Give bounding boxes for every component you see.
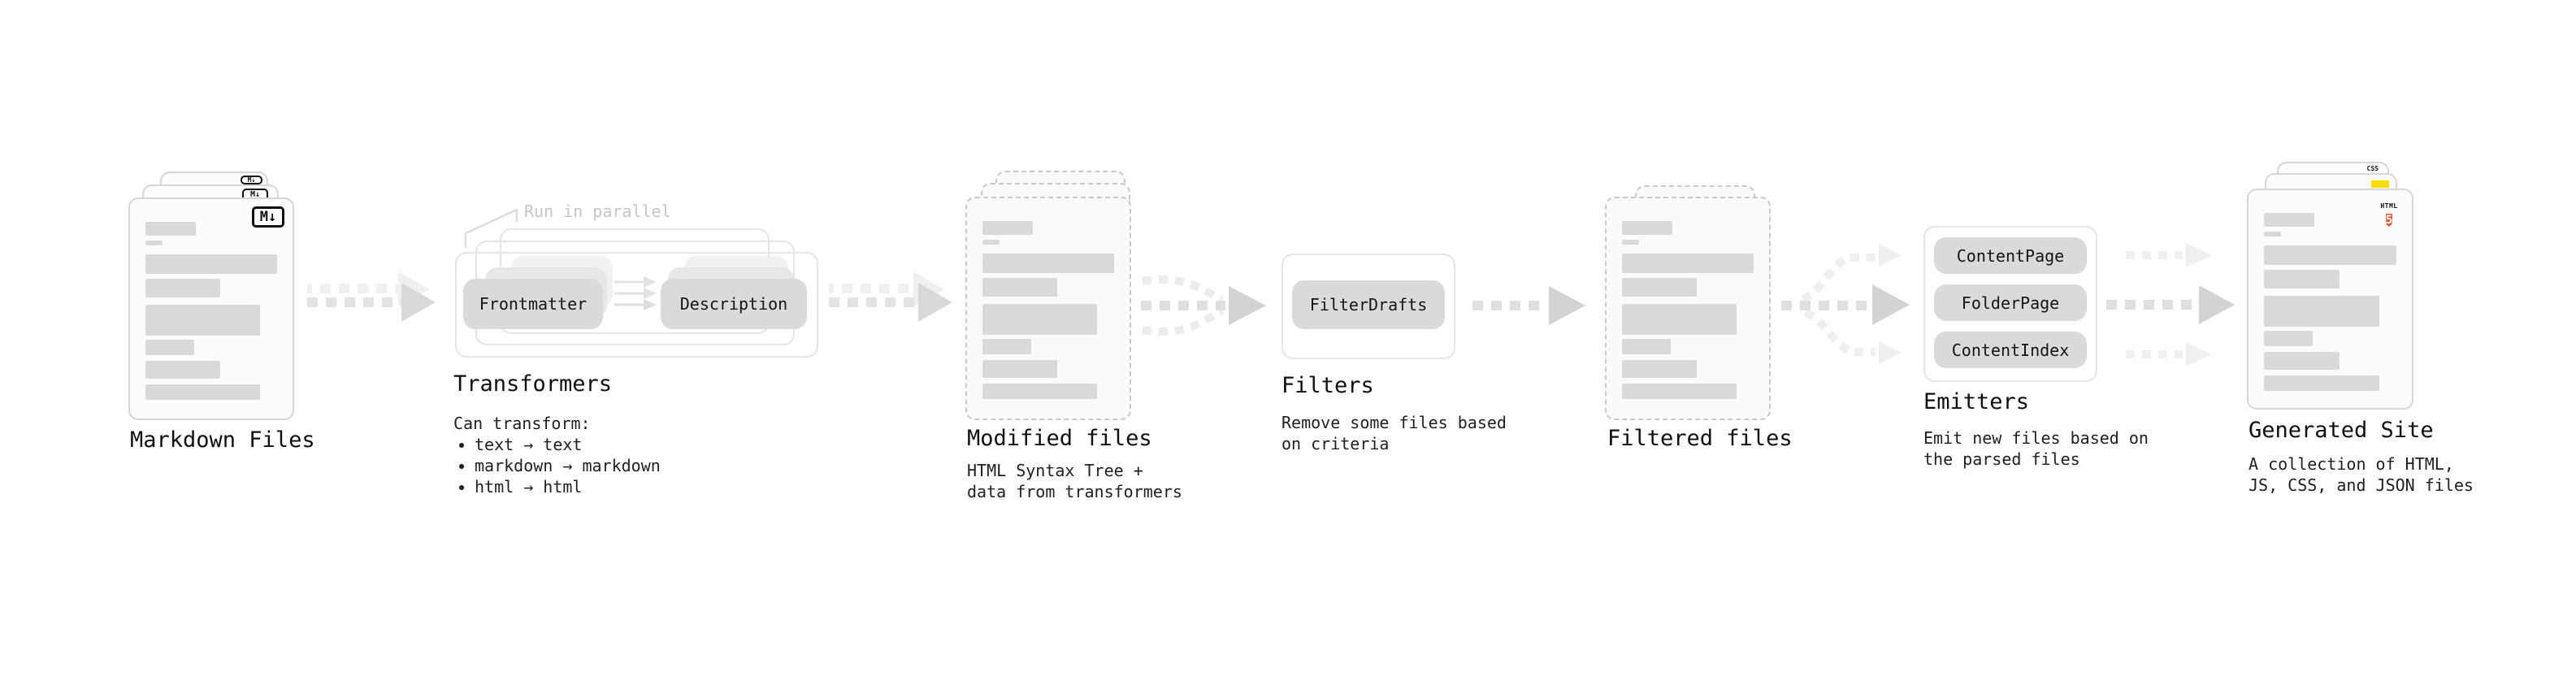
arrow-filtered-to-emitters	[1781, 244, 1910, 364]
emitter-chip-folderpage: FolderPage	[1934, 284, 2087, 321]
filters-description: Remove some files based on criteria	[1281, 413, 1507, 453]
emitter-chip-contentpage: ContentPage	[1934, 237, 2087, 274]
file-card: HTML 5	[2247, 189, 2413, 410]
transformer-chip-arrows	[614, 276, 657, 310]
run-in-parallel-annotation: Run in parallel	[524, 202, 671, 221]
transformers-desc-title: Can transform:	[453, 414, 591, 433]
arrow-emitters-to-generated	[2106, 243, 2235, 367]
transform-bullet: text → text	[475, 434, 661, 455]
generated-site-description: A collection of HTML, JS, CSS, and JSON …	[2249, 454, 2474, 495]
doc-bars	[2249, 190, 2412, 391]
filter-chip-filterdrafts: FilterDrafts	[1292, 280, 1445, 329]
transform-bullet: html → html	[475, 476, 661, 497]
node-label-filters: Filters	[1281, 373, 1374, 398]
transformer-chip-description: Description	[661, 279, 807, 329]
node-label-filtered-files: Filtered files	[1607, 426, 1793, 451]
arrow-filters-to-filtered	[1472, 286, 1585, 325]
node-label-transformers: Transformers	[453, 371, 613, 397]
emitters-description: Emit new files based on the parsed files	[1923, 428, 2149, 469]
node-label-emitters: Emitters	[1923, 389, 2030, 414]
run-in-parallel-leader	[464, 208, 518, 248]
file-card	[1605, 197, 1771, 420]
node-label-markdown-files: Markdown Files	[130, 427, 315, 453]
markdown-icon: M↓	[241, 176, 262, 184]
transformers-box-front	[455, 252, 818, 358]
transformer-chip-frontmatter: Frontmatter	[463, 279, 603, 329]
doc-bars	[967, 198, 1130, 399]
emitter-chip-contentindex: ContentIndex	[1934, 332, 2087, 368]
file-card	[965, 197, 1131, 420]
node-label-generated-site: Generated Site	[2249, 418, 2434, 443]
arrow-modified-to-filters	[1141, 275, 1266, 336]
doc-bars	[130, 199, 293, 400]
transformers-description: Can transform: text → text markdown → ma…	[453, 413, 661, 497]
arrow-markdown-to-transformers	[307, 271, 436, 322]
doc-bars	[1607, 198, 1769, 399]
html5-icon: HTML 5	[2380, 202, 2398, 227]
file-card: M↓	[128, 197, 294, 420]
modified-files-description: HTML Syntax Tree + data from transformer…	[967, 461, 1182, 501]
node-label-modified-files: Modified files	[967, 426, 1152, 451]
js-icon	[2371, 180, 2389, 188]
markdown-icon: M↓	[252, 206, 284, 228]
transform-bullet: markdown → markdown	[475, 455, 661, 476]
transform-capabilities: text → text markdown → markdown html → h…	[453, 434, 661, 497]
arrow-transformers-to-modified	[829, 271, 952, 322]
